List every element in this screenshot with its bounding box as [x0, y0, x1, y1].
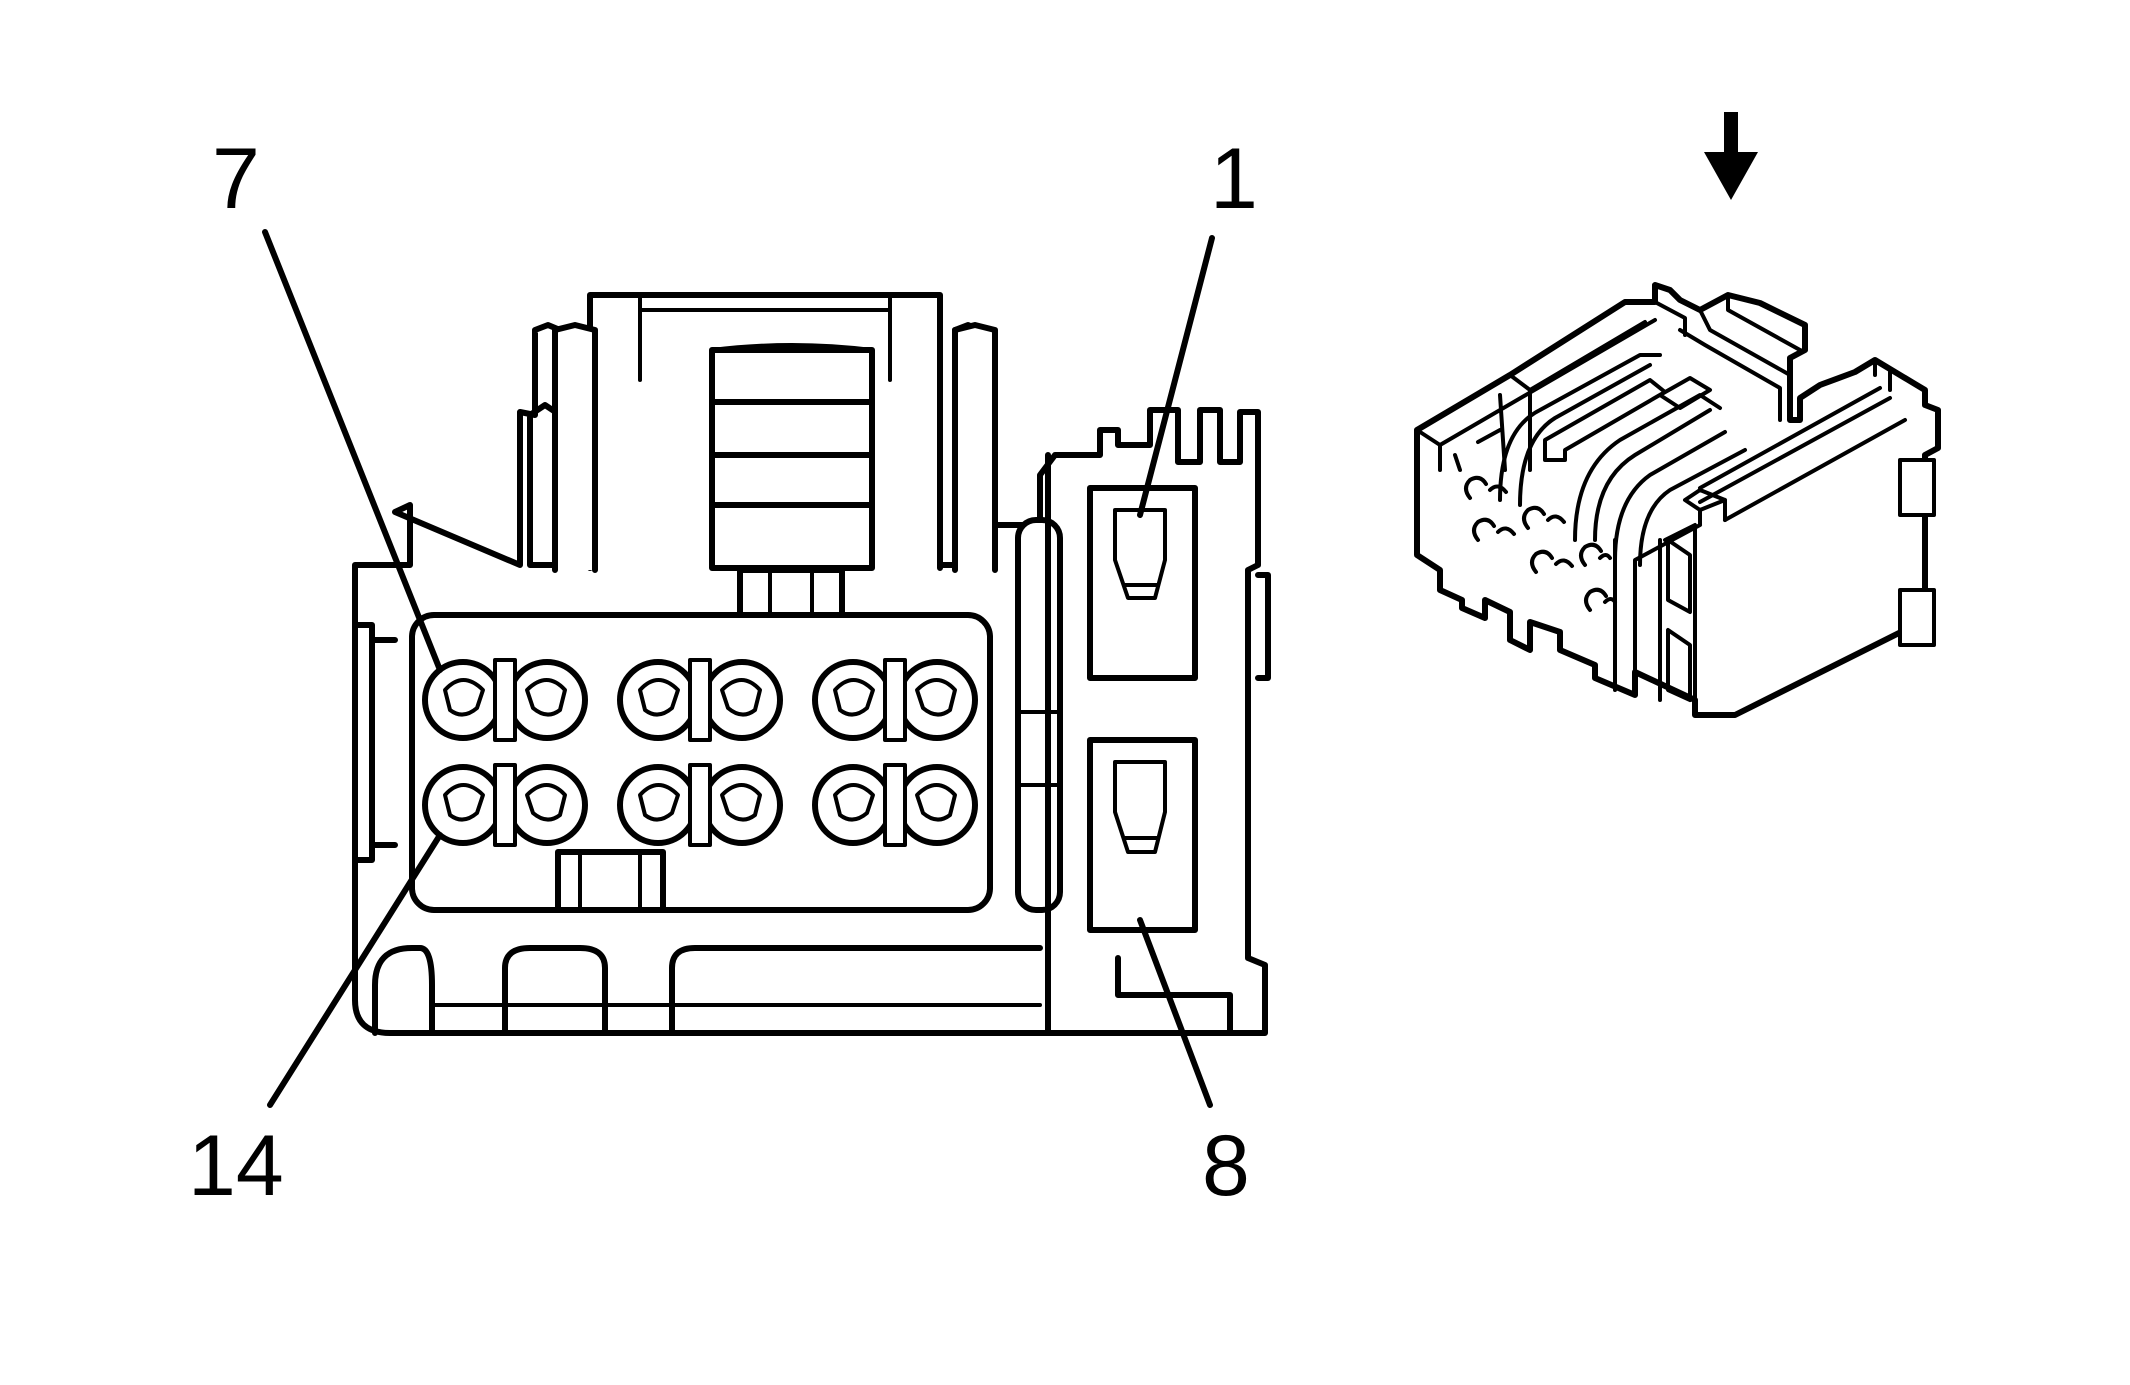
leader-lines: [262, 229, 1215, 1108]
pin-label-8: 8: [1202, 1118, 1250, 1214]
iso-right-ridges: [1698, 358, 1907, 522]
latch-tab-ridge: [638, 296, 892, 382]
key-tab: [555, 849, 666, 913]
right-bottom-step: [1115, 955, 1233, 1036]
arrow-down-icon: [1704, 112, 1758, 200]
iso-side-tab-top: [1898, 458, 1936, 517]
latch-ribs: [709, 399, 875, 508]
pin-pair: [617, 658, 783, 742]
pin-row-bottom: [422, 763, 978, 847]
right-post: [952, 322, 998, 573]
pin-label-7: 7: [212, 131, 260, 227]
bottom-sockets: [372, 945, 1043, 1036]
iso-terminal-block: [1613, 488, 1727, 702]
pin-pair: [812, 658, 978, 742]
latch-body: [709, 347, 875, 571]
pin-pair: [812, 763, 978, 847]
iso-pin-marks: [1464, 475, 1617, 612]
left-rail: [352, 622, 398, 863]
pin-pair: [617, 763, 783, 847]
pin-row-top: [422, 658, 978, 742]
iso-side-tab-bottom: [1898, 588, 1936, 647]
pin-pair: [422, 658, 588, 742]
pin-pair: [422, 763, 588, 847]
leader-7: [262, 229, 443, 673]
terminal-window-bottom: [1087, 737, 1198, 933]
right-side-tab: [1255, 572, 1271, 681]
iso-body: [1414, 282, 1941, 718]
left-post: [552, 322, 598, 573]
connector-face-view: [352, 292, 1271, 1036]
pin-label-14: 14: [188, 1118, 284, 1214]
iso-top-lines: [1415, 293, 1802, 472]
key-tab-lines: [578, 853, 642, 910]
leader-1: [1137, 235, 1215, 518]
side-rib: [1015, 517, 1063, 913]
terminal-top-blade: [1113, 508, 1167, 600]
latch-top: [710, 343, 874, 352]
pin-label-1: 1: [1210, 131, 1258, 227]
leader-14: [267, 832, 443, 1108]
connector-isometric-view: [1414, 112, 1941, 718]
side-rib-lines: [1018, 710, 1060, 787]
iso-rails: [1498, 353, 1747, 567]
leader-8: [1137, 917, 1213, 1108]
terminal-bottom-blade: [1113, 760, 1167, 854]
